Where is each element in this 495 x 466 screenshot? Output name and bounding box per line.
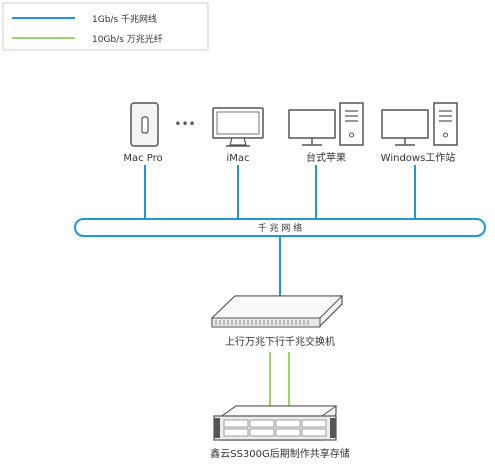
legend-ten-gigabit-label: 10Gb/s 万兆光纤 xyxy=(92,33,163,45)
mac-pro-icon xyxy=(130,102,159,147)
desktop-apple-icon xyxy=(288,102,364,146)
legend-frame xyxy=(2,2,209,51)
legend: 1Gb/s 千兆网线 10Gb/s 万兆光纤 xyxy=(2,2,209,51)
client-links xyxy=(144,165,416,298)
mac-pro-label: Mac Pro xyxy=(123,153,162,164)
gigabit-network-bus: 千 兆 网 络 xyxy=(74,218,486,237)
more-clients-ellipsis: ••• xyxy=(174,117,195,131)
storage-server-icon xyxy=(213,405,338,441)
imac-icon xyxy=(212,107,264,147)
imac-label: iMac xyxy=(226,153,249,164)
fiber-links xyxy=(269,352,290,410)
switch-label: 上行万兆下行千兆交换机 xyxy=(225,335,335,348)
switch-icon xyxy=(210,295,344,328)
storage-label: 鑫云SS300G后期制作共享存储 xyxy=(210,447,350,460)
windows-workstation-icon xyxy=(381,102,458,146)
windows-workstation-label: Windows工作站 xyxy=(381,151,456,164)
legend-gigabit-label: 1Gb/s 千兆网线 xyxy=(92,13,157,25)
gigabit-network-label: 千 兆 网 络 xyxy=(258,222,303,234)
desktop-apple-label: 台式苹果 xyxy=(306,151,346,164)
